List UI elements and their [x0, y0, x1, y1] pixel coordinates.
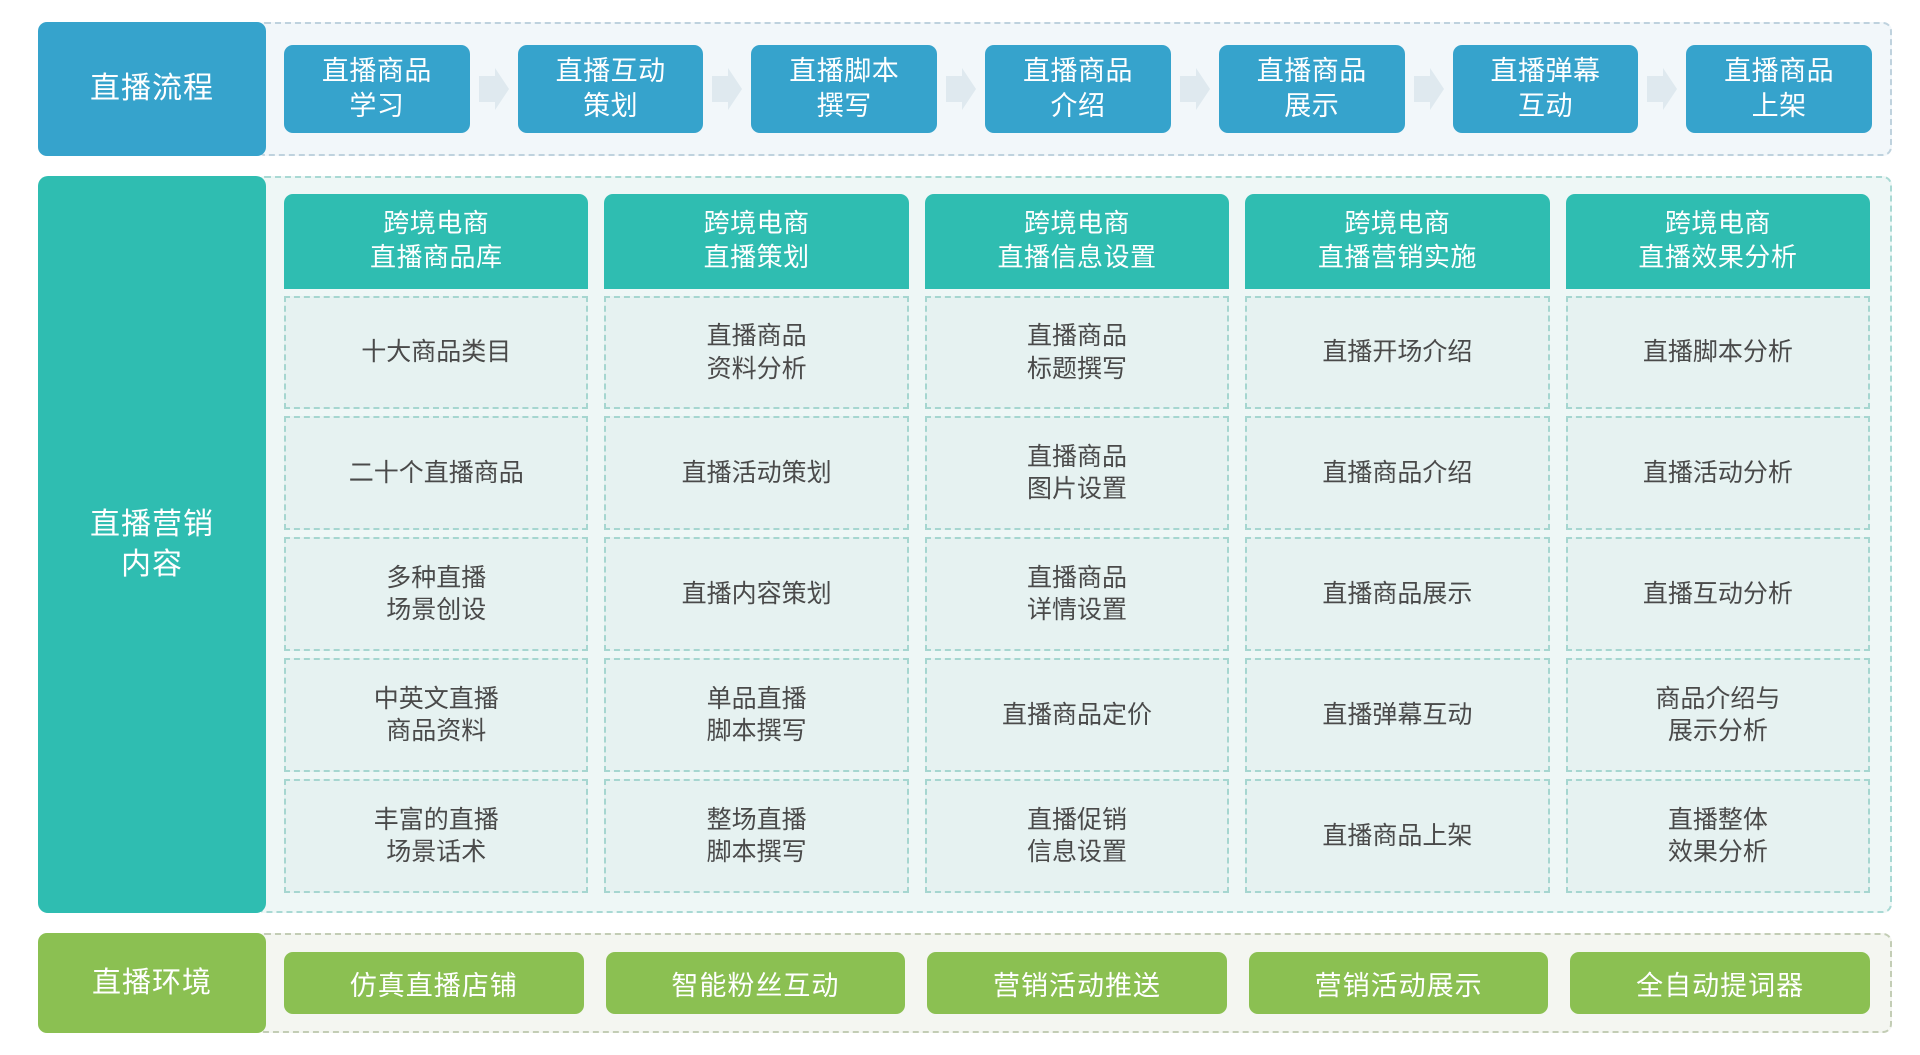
- environment-item-2[interactable]: 智能粉丝互动: [605, 952, 906, 1014]
- environment-item-1[interactable]: 仿真直播店铺: [284, 952, 584, 1014]
- matrix-column-3: 跨境电商直播信息设置 直播商品标题撰写 直播商品图片设置 直播商品详情设置 直播…: [924, 194, 1230, 893]
- matrix-column-1: 跨境电商直播商品库 十大商品类目 二十个直播商品 多种直播场景创设 中英文直播商…: [284, 194, 589, 893]
- matrix-column-header: 跨境电商直播信息设置: [924, 194, 1230, 289]
- matrix-column-2: 跨境电商直播策划 直播商品资料分析 直播活动策划 直播内容策划 单品直播脚本撰写…: [604, 194, 909, 893]
- matrix-column-header: 跨境电商直播策划: [604, 194, 909, 289]
- matrix-column-cells: 直播开场介绍 直播商品介绍 直播商品展示 直播弹幕互动 直播商品上架: [1245, 289, 1550, 893]
- process-row: 直播流程 直播商品学习 直播互动策划 直播脚本撰写 直播商品介绍: [38, 22, 1892, 156]
- environment-row-label: 直播环境: [38, 933, 266, 1033]
- matrix-column-header: 跨境电商直播效果分析: [1565, 194, 1871, 289]
- process-step-4[interactable]: 直播商品介绍: [985, 45, 1171, 133]
- process-step-3[interactable]: 直播脚本撰写: [751, 45, 938, 133]
- environment-row-body: 仿真直播店铺 智能粉丝互动 营销活动推送 营销活动展示 全自动提词器: [256, 933, 1892, 1033]
- matrix-cell[interactable]: 直播活动策划: [604, 416, 909, 531]
- matrix-cell[interactable]: 多种直播场景创设: [284, 537, 589, 652]
- matrix-cell[interactable]: 直播弹幕互动: [1245, 658, 1550, 773]
- matrix-column-cells: 直播脚本分析 直播活动分析 直播互动分析 商品介绍与展示分析 直播整体效果分析: [1565, 289, 1871, 893]
- matrix-cell[interactable]: 直播内容策划: [604, 537, 909, 652]
- matrix-column-5: 跨境电商直播效果分析 直播脚本分析 直播活动分析 直播互动分析 商品介绍与展示分…: [1565, 194, 1871, 893]
- matrix-cell[interactable]: 整场直播脚本撰写: [604, 779, 909, 893]
- arrow-right-icon: [944, 67, 978, 111]
- matrix-cell[interactable]: 直播互动分析: [1565, 537, 1871, 652]
- matrix-cell[interactable]: 直播整体效果分析: [1565, 779, 1871, 893]
- matrix-cell[interactable]: 直播开场介绍: [1245, 295, 1550, 410]
- matrix-cell[interactable]: 直播商品展示: [1245, 537, 1550, 652]
- environment-row: 直播环境 仿真直播店铺 智能粉丝互动 营销活动推送 营销活动展示 全自动提词器: [38, 933, 1892, 1033]
- matrix-cell[interactable]: 直播商品图片设置: [924, 416, 1230, 531]
- process-row-label: 直播流程: [38, 22, 266, 156]
- matrix-column-cells: 直播商品标题撰写 直播商品图片设置 直播商品详情设置 直播商品定价 直播促销信息…: [924, 289, 1230, 893]
- environment-item-3[interactable]: 营销活动推送: [927, 952, 1227, 1014]
- matrix-cell[interactable]: 二十个直播商品: [284, 416, 589, 531]
- matrix-column-header: 跨境电商直播营销实施: [1245, 194, 1550, 289]
- matrix-cell[interactable]: 直播商品上架: [1245, 779, 1550, 893]
- matrix-cell[interactable]: 中英文直播商品资料: [284, 658, 589, 773]
- matrix-cell[interactable]: 丰富的直播场景话术: [284, 779, 589, 893]
- arrow-right-icon: [1178, 67, 1212, 111]
- process-step-6[interactable]: 直播弹幕互动: [1452, 45, 1639, 133]
- matrix-cell[interactable]: 商品介绍与展示分析: [1565, 658, 1871, 773]
- process-row-body: 直播商品学习 直播互动策划 直播脚本撰写 直播商品介绍 直播商品展示: [256, 22, 1892, 156]
- matrix-cell[interactable]: 直播商品详情设置: [924, 537, 1230, 652]
- matrix-column-4: 跨境电商直播营销实施 直播开场介绍 直播商品介绍 直播商品展示 直播弹幕互动 直…: [1245, 194, 1550, 893]
- arrow-right-icon: [710, 67, 744, 111]
- matrix-cell[interactable]: 直播脚本分析: [1565, 295, 1871, 410]
- process-step-7[interactable]: 直播商品上架: [1686, 45, 1873, 133]
- matrix-cell[interactable]: 直播促销信息设置: [924, 779, 1230, 893]
- matrix-cell[interactable]: 直播活动分析: [1565, 416, 1871, 531]
- matrix-column-header: 跨境电商直播商品库: [284, 194, 589, 289]
- content-matrix: 跨境电商直播商品库 十大商品类目 二十个直播商品 多种直播场景创设 中英文直播商…: [284, 194, 1871, 893]
- process-chain: 直播商品学习 直播互动策划 直播脚本撰写 直播商品介绍 直播商品展示: [284, 45, 1873, 133]
- arrow-right-icon: [477, 67, 511, 111]
- matrix-cell[interactable]: 直播商品定价: [924, 658, 1230, 773]
- matrix-cell[interactable]: 直播商品标题撰写: [924, 295, 1230, 410]
- matrix-column-cells: 十大商品类目 二十个直播商品 多种直播场景创设 中英文直播商品资料 丰富的直播场…: [284, 289, 589, 893]
- content-row: 直播营销内容 跨境电商直播商品库 十大商品类目 二十个直播商品 多种直播场景创设…: [38, 176, 1892, 913]
- content-row-body: 跨境电商直播商品库 十大商品类目 二十个直播商品 多种直播场景创设 中英文直播商…: [256, 176, 1892, 913]
- matrix-cell[interactable]: 直播商品资料分析: [604, 295, 909, 410]
- arrow-right-icon: [1645, 67, 1679, 111]
- content-row-label: 直播营销内容: [38, 176, 266, 913]
- environment-item-4[interactable]: 营销活动展示: [1248, 952, 1549, 1014]
- matrix-cell[interactable]: 十大商品类目: [284, 295, 589, 410]
- matrix-column-cells: 直播商品资料分析 直播活动策划 直播内容策划 单品直播脚本撰写 整场直播脚本撰写: [604, 289, 909, 893]
- matrix-cell[interactable]: 单品直播脚本撰写: [604, 658, 909, 773]
- matrix-cell[interactable]: 直播商品介绍: [1245, 416, 1550, 531]
- environment-item-5[interactable]: 全自动提词器: [1570, 952, 1870, 1014]
- process-step-2[interactable]: 直播互动策划: [517, 45, 704, 133]
- process-step-5[interactable]: 直播商品展示: [1218, 45, 1405, 133]
- process-step-1[interactable]: 直播商品学习: [284, 45, 470, 133]
- arrow-right-icon: [1412, 67, 1446, 111]
